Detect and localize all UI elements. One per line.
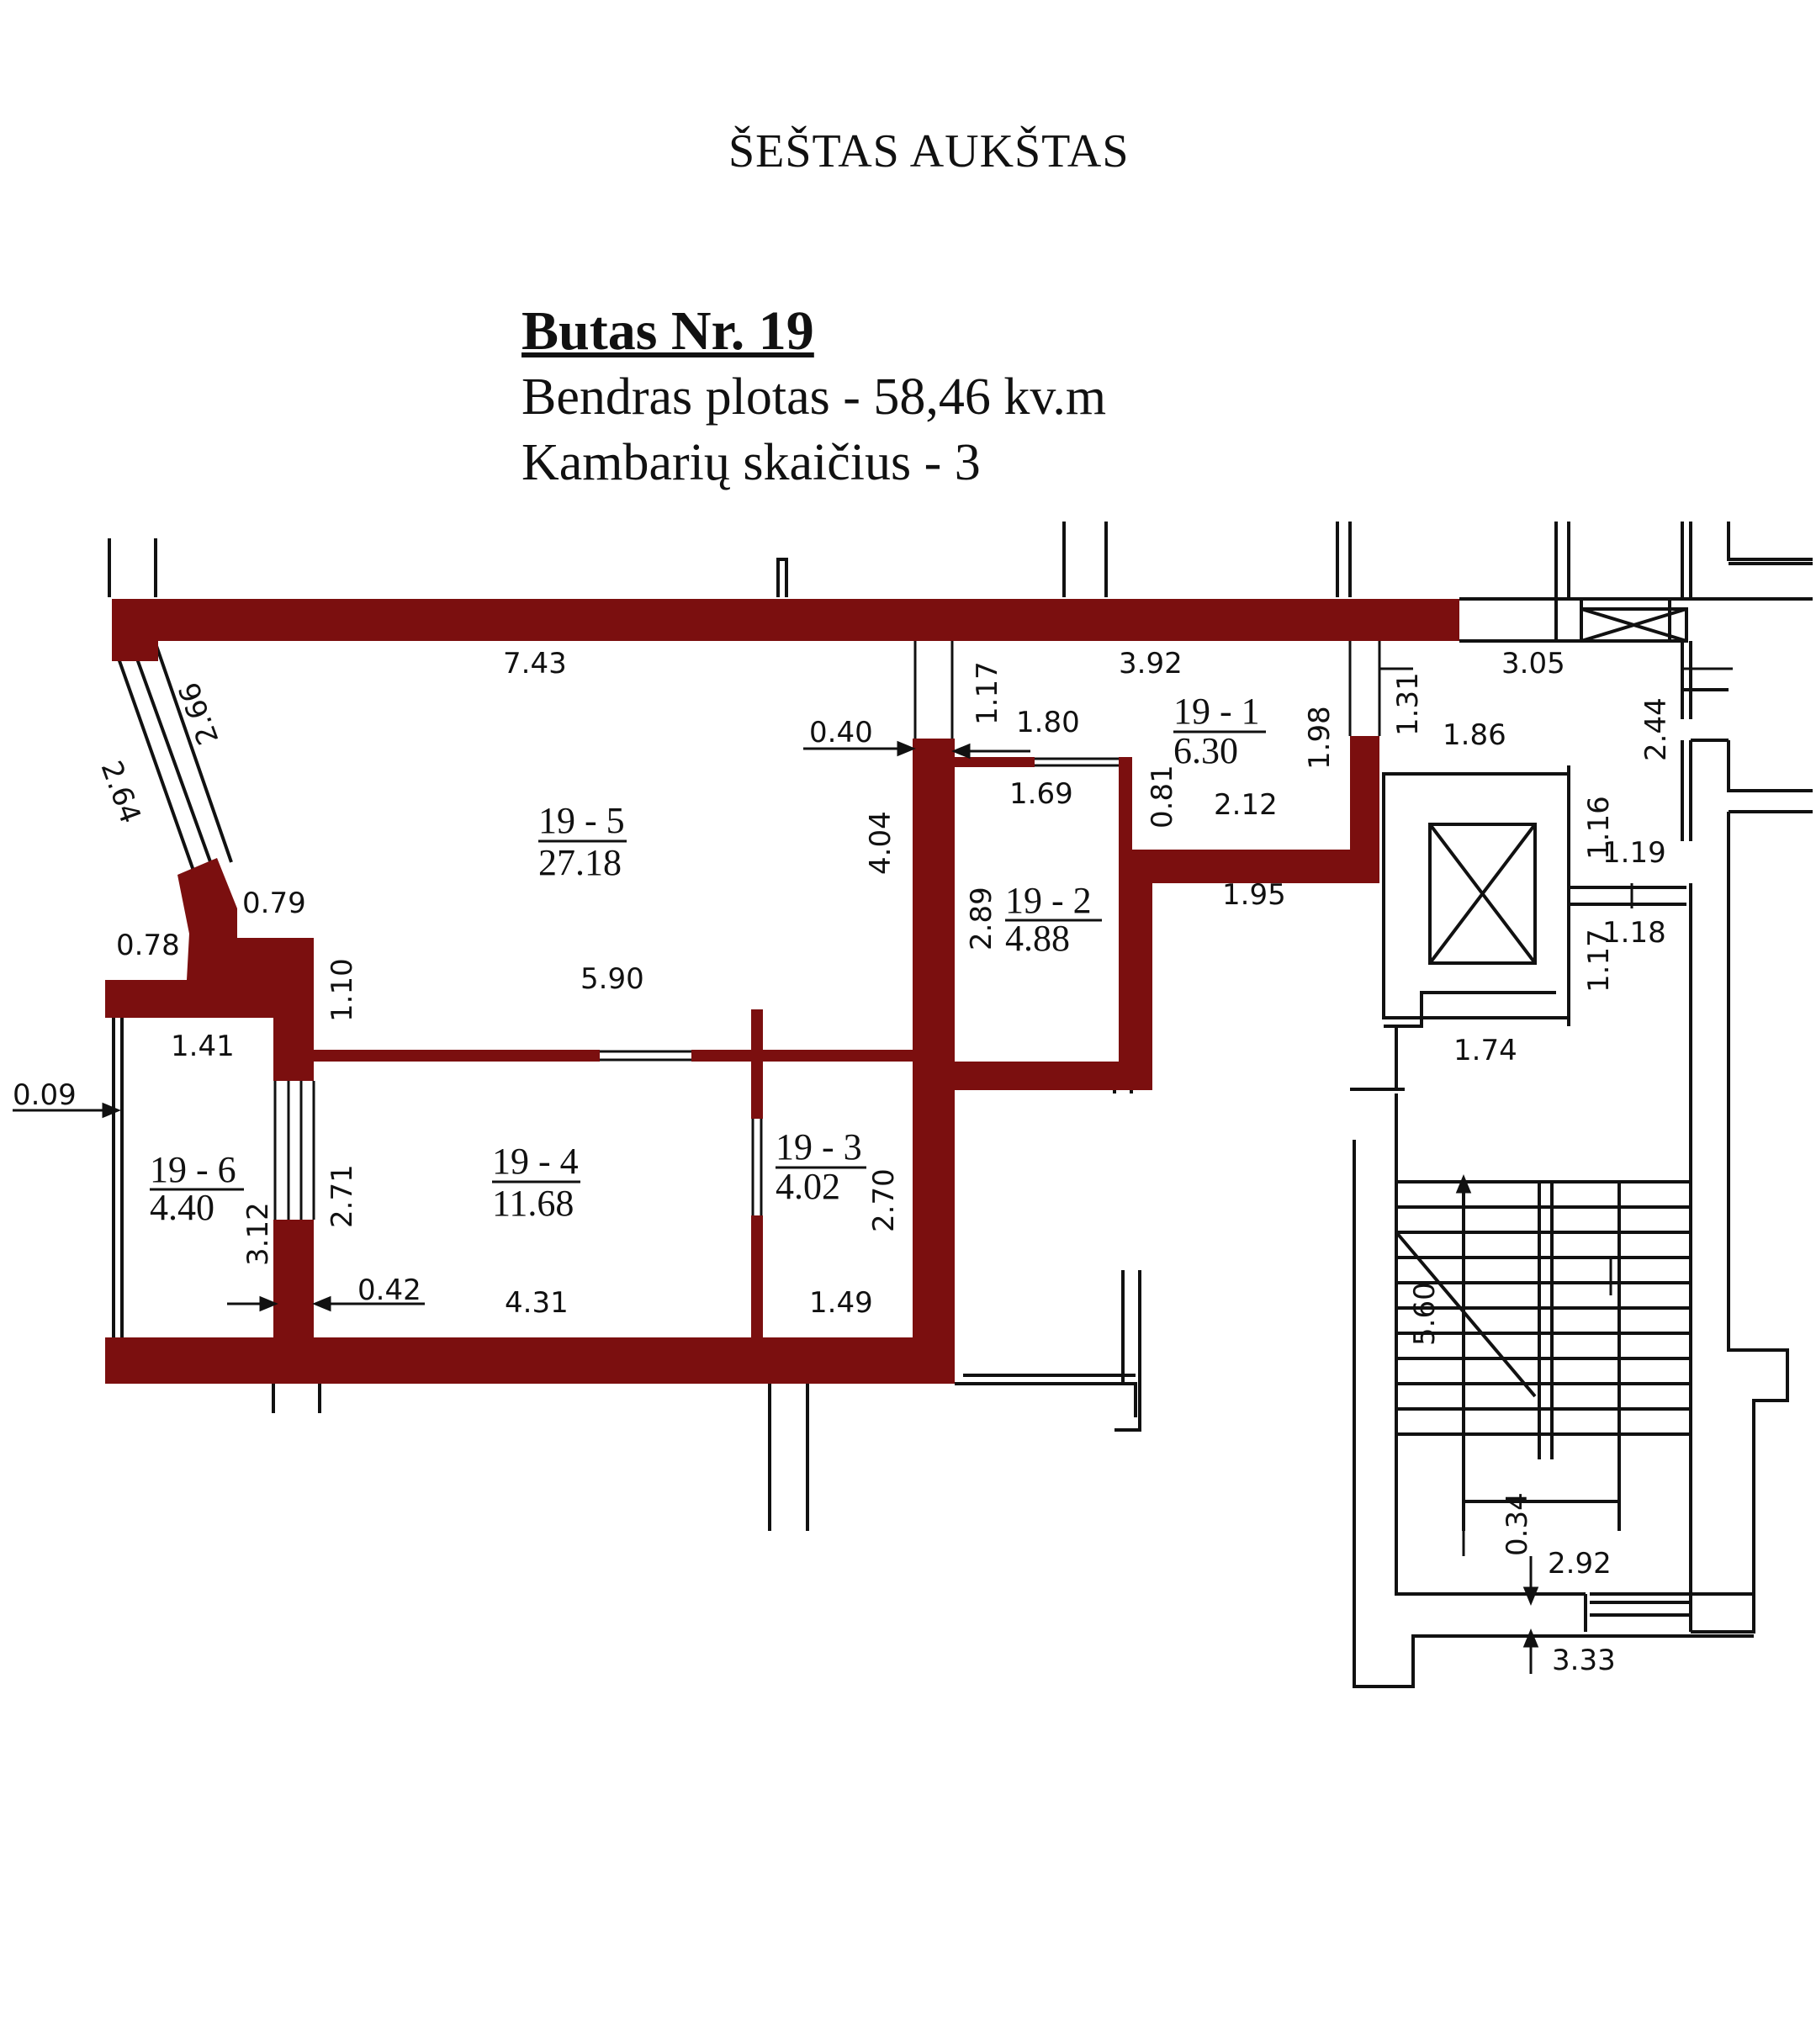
bay-post xyxy=(112,641,158,661)
dimension-labels: 7.43 3.92 3.05 1.80 0.40 1.86 1.69 2.12 … xyxy=(13,647,1673,1677)
dim-169: 1.69 xyxy=(1009,777,1073,811)
dim-110: 1.10 xyxy=(326,958,359,1022)
entry-wall xyxy=(1350,736,1379,883)
floor-title: ŠEŠTAS AUKŠTAS xyxy=(728,125,1130,177)
dim-404: 4.04 xyxy=(864,811,897,875)
bottom-wall xyxy=(105,1337,955,1384)
corridor-wall xyxy=(1132,850,1378,883)
room-id-19-3: 19 - 3 xyxy=(776,1126,862,1168)
partition-living xyxy=(314,1050,600,1062)
dim-042: 0.42 xyxy=(357,1274,421,1307)
dim-131: 1.31 xyxy=(1391,672,1425,736)
plan-lines xyxy=(108,522,1813,1688)
dimension-arrows xyxy=(13,667,1733,1674)
apartment-title: Butas Nr. 19 xyxy=(522,300,814,362)
room-area-19-2: 4.88 xyxy=(1005,918,1070,959)
dim-116: 1.16 xyxy=(1582,796,1616,860)
dim-333: 3.33 xyxy=(1552,1644,1616,1677)
dim-289: 2.89 xyxy=(965,887,998,951)
bay-wall xyxy=(105,858,314,1081)
dim-198: 1.98 xyxy=(1303,706,1337,770)
dim-141: 1.41 xyxy=(171,1030,235,1063)
room-area-19-6: 4.40 xyxy=(150,1187,214,1228)
corridor-post xyxy=(1119,866,1152,1090)
dim-079: 0.79 xyxy=(242,887,306,920)
room-count: Kambarių skaičius - 3 xyxy=(522,434,981,491)
dim-118: 1.18 xyxy=(1602,916,1666,950)
dim-081: 0.81 xyxy=(1146,765,1179,829)
dim-034: 0.34 xyxy=(1501,1492,1534,1556)
wc-top xyxy=(955,757,1035,767)
walls xyxy=(105,599,1459,1384)
dim-078: 0.78 xyxy=(116,929,180,962)
room-area-19-1: 6.30 xyxy=(1173,730,1238,771)
room-area-19-4: 11.68 xyxy=(492,1183,574,1224)
dim-292: 2.92 xyxy=(1548,1547,1612,1581)
dim-117b: 1.17 xyxy=(1582,929,1616,993)
dim-743: 7.43 xyxy=(503,647,567,680)
room-id-19-2: 19 - 2 xyxy=(1005,880,1092,921)
dim-149: 1.49 xyxy=(809,1286,873,1320)
partition-bath-upper xyxy=(751,1009,763,1119)
partition-bath-lower xyxy=(751,1215,763,1337)
total-area: Bendras plotas - 58,46 kv.m xyxy=(522,368,1107,426)
apartment-info: Butas Nr. 19 Bendras plotas - 58,46 kv.m… xyxy=(522,299,1106,495)
wc-right xyxy=(1119,757,1132,892)
hall-wall xyxy=(913,739,955,1384)
room-id-19-5: 19 - 5 xyxy=(538,800,625,841)
dim-212: 2.12 xyxy=(1214,788,1278,822)
dim-270: 2.70 xyxy=(867,1168,901,1232)
room-id-19-1: 19 - 1 xyxy=(1173,691,1260,732)
dim-590: 5.90 xyxy=(580,962,644,996)
room-id-19-4: 19 - 4 xyxy=(492,1141,579,1182)
dim-244: 2.44 xyxy=(1639,697,1673,761)
dim-312: 3.12 xyxy=(241,1202,275,1266)
dim-560: 5.60 xyxy=(1408,1282,1442,1346)
dim-119: 1.19 xyxy=(1602,836,1666,870)
dim-392: 3.92 xyxy=(1119,647,1183,680)
top-wall xyxy=(112,599,1459,641)
dim-186: 1.86 xyxy=(1443,718,1506,752)
room-id-19-6: 19 - 6 xyxy=(150,1149,236,1190)
left-wall-lower xyxy=(273,1220,314,1346)
dim-117a: 1.17 xyxy=(971,661,1004,725)
partition-living-2 xyxy=(691,1050,917,1062)
dim-195: 1.95 xyxy=(1222,878,1286,912)
dim-271: 2.71 xyxy=(326,1164,359,1228)
dim-174: 1.74 xyxy=(1453,1034,1517,1067)
dim-264: 2.64 xyxy=(94,756,147,828)
room-labels: 19 - 5 27.18 19 - 1 6.30 19 - 2 4.88 19 … xyxy=(150,691,1266,1228)
dim-266: 2.66 xyxy=(172,678,225,749)
openings xyxy=(273,641,1381,1220)
dim-180: 1.80 xyxy=(1016,706,1080,739)
dim-431: 4.31 xyxy=(505,1286,569,1320)
dim-040: 0.40 xyxy=(809,716,873,749)
dim-305: 3.05 xyxy=(1501,647,1565,680)
room-area-19-3: 4.02 xyxy=(776,1166,840,1207)
dim-009: 0.09 xyxy=(13,1078,77,1112)
room-area-19-5: 27.18 xyxy=(538,842,622,883)
